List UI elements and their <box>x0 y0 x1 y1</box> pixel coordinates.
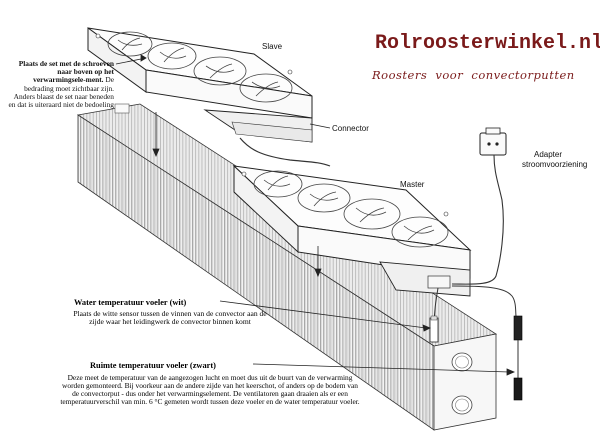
convector-boss <box>114 103 130 114</box>
mounting-instruction: Plaats de set met de schroeven naar bove… <box>6 59 114 110</box>
label-slave: Slave <box>262 42 283 51</box>
label-master: Master <box>400 180 425 189</box>
mounting-instruction-bold: Plaats de set met de schroeven naar bove… <box>18 59 114 85</box>
leader-lines <box>115 54 516 376</box>
water-sensor-title: Water temperatuur voeler (wit) <box>74 298 187 307</box>
pipe-hole-bottom <box>451 395 473 415</box>
slave-fan-unit <box>87 27 313 143</box>
room-sensor-description: Deze meet de temperatuur van de aangezog… <box>60 373 360 407</box>
water-sensor <box>429 315 439 343</box>
brand-name: Rolroosterwinkel.nl <box>375 32 600 55</box>
water-sensor-description: Plaats de witte sensor tussen de vinnen … <box>73 309 267 327</box>
room-sensor <box>513 315 523 401</box>
brand-tagline: Roosters voor convectorputten <box>372 68 575 82</box>
room-sensor-title: Ruimte temperatuur voeler (zwart) <box>90 361 216 370</box>
label-adapter: Adapter <box>534 150 563 159</box>
connector-cable <box>239 137 331 167</box>
master-fan-unit <box>232 164 472 297</box>
convector-end-cap <box>433 333 497 431</box>
pipe-hole-top <box>451 352 473 372</box>
mounting-instruction-text: De bedrading moet zichtbaar zijn. Anders… <box>8 75 114 110</box>
label-adapter-sub: stroomvoorziening <box>522 160 588 169</box>
adapter-cable <box>451 154 504 285</box>
adapter-plug <box>479 127 507 156</box>
label-connector: Connector <box>332 124 369 133</box>
